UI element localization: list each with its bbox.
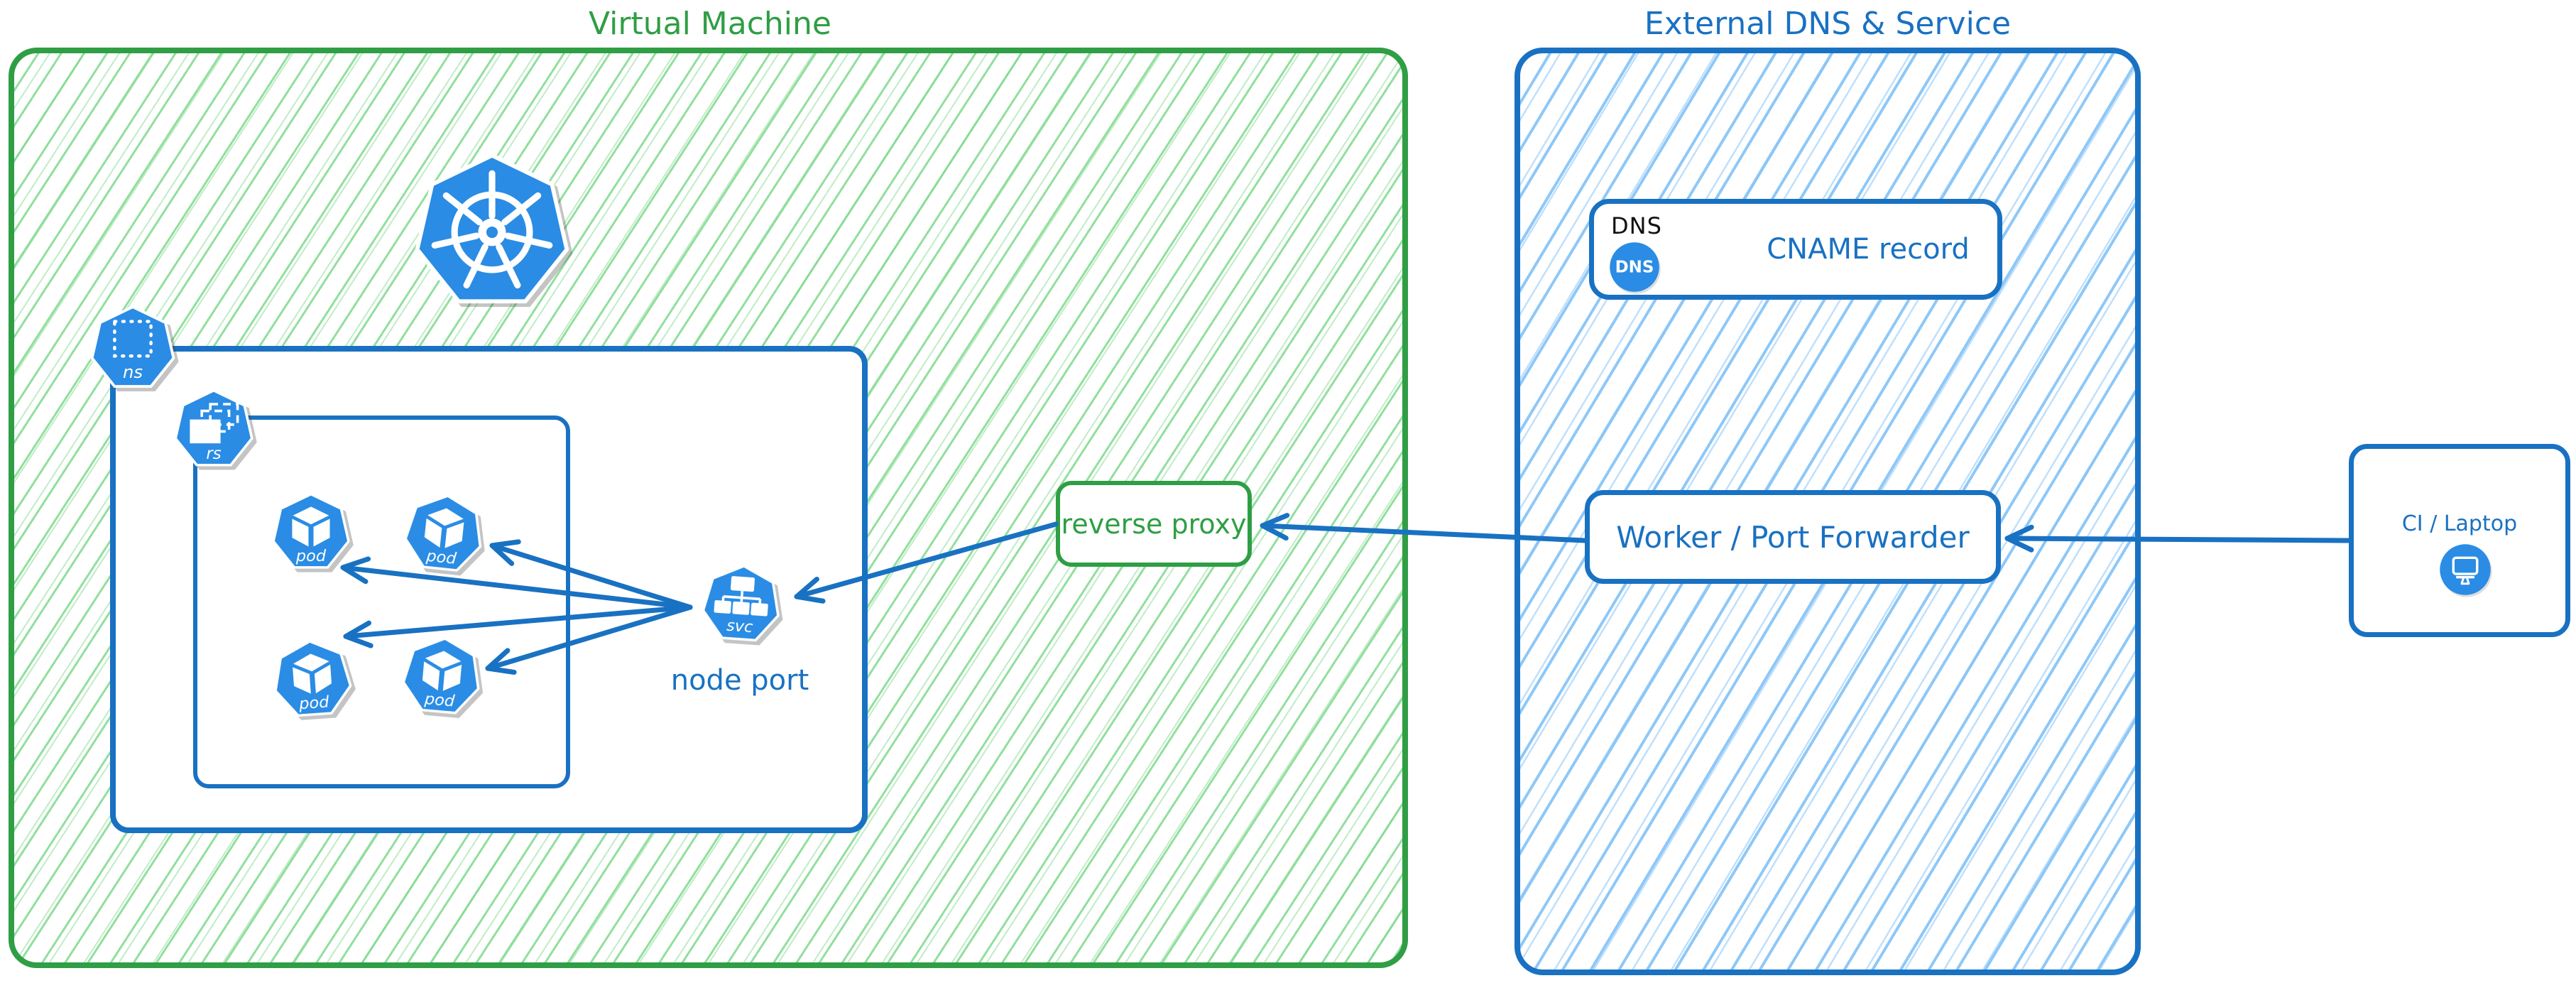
reverse-proxy-label: reverse proxy [1061,508,1247,540]
cube-glyph [424,508,464,548]
dns-cname-box[interactable]: DNS DNS CNAME record [1589,199,2002,300]
dotted-square-glyph [113,320,153,358]
service-tree-glyph [714,576,768,617]
pod-icon-bottom-left[interactable]: pod [268,635,357,724]
dns-badge-label: DNS [1615,258,1654,276]
cube-glyph [292,506,330,547]
pod-icon-top-right[interactable]: pod [398,488,490,580]
ci-laptop-box[interactable]: CI / Laptop [2349,444,2570,637]
stacked-replicas-glyph [190,403,239,444]
vm-title[interactable]: Virtual Machine [589,6,831,42]
replicaset-icon[interactable]: rs [171,387,256,472]
kubernetes-wheel-spokes [431,170,553,289]
cube-glyph [422,651,462,691]
dns-header-label: DNS [1611,212,1662,239]
cname-record-label: CNAME record [1767,233,1970,266]
namespace-icon[interactable]: ns [87,303,178,394]
namespace-icon-label: ns [123,362,143,382]
node-port-label[interactable]: node port [670,664,809,697]
service-icon-label: svc [726,616,754,636]
reverse-proxy-box[interactable]: reverse proxy [1056,481,1252,567]
pod-icon-label: pod [423,690,456,711]
kubernetes-logo-icon[interactable] [410,151,574,314]
service-icon[interactable]: svc [697,560,786,649]
external-dns-title[interactable]: External DNS & Service [1644,6,2012,42]
dns-badge-icon: DNS [1610,242,1659,292]
pod-icon-bottom-right[interactable]: pod [396,631,487,722]
monitor-icon [2440,544,2491,595]
ci-laptop-label: CI / Laptop [2401,511,2518,536]
pod-icon-label: pod [298,693,330,714]
pod-icon-label: pod [295,547,327,565]
replicaset-icon-label: rs [206,445,221,463]
pod-icon-label: pod [425,547,457,568]
pod-icon-top-left[interactable]: pod [269,491,353,575]
worker-port-forwarder-label: Worker / Port Forwarder [1616,519,1970,555]
worker-port-forwarder-box[interactable]: Worker / Port Forwarder [1585,490,2001,584]
cube-glyph [293,653,332,694]
